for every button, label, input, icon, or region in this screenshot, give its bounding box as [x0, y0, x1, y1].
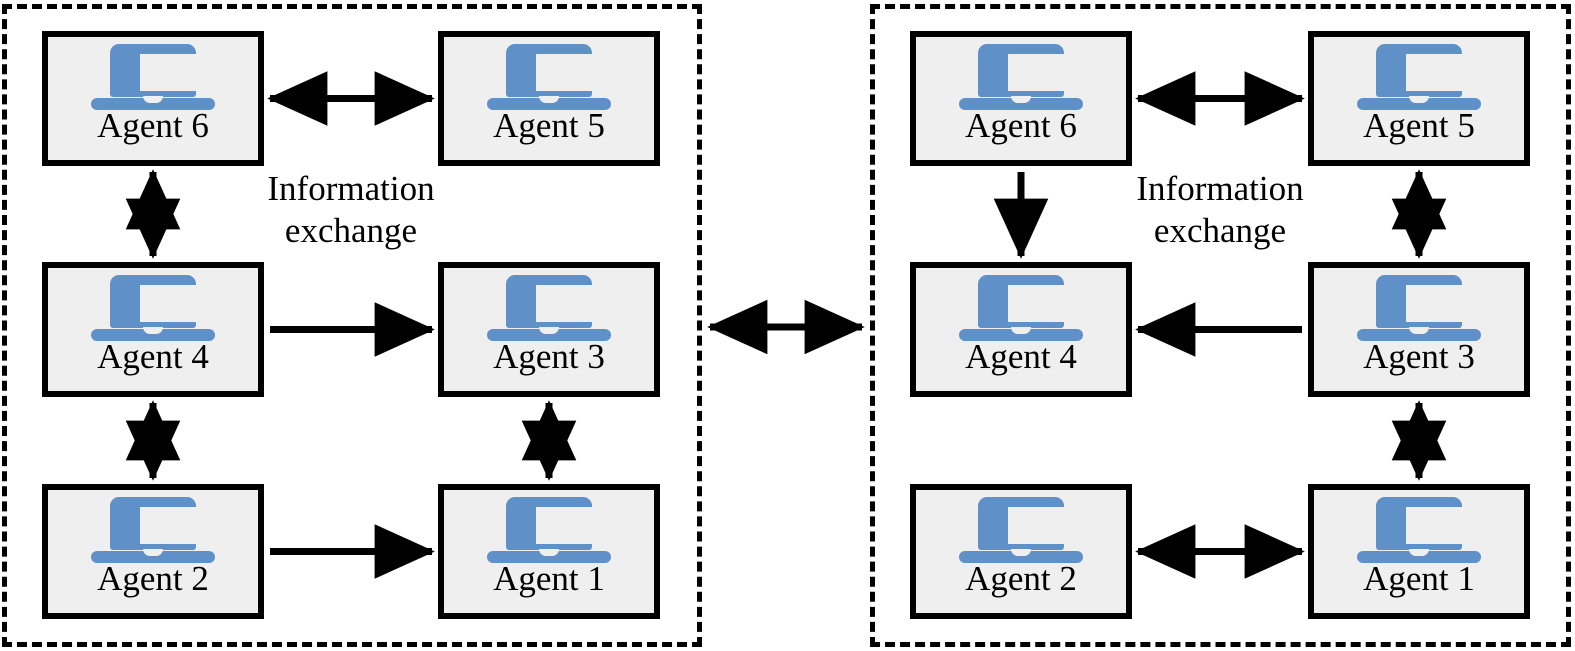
agent-node-agent-6[interactable]: Agent 6 — [910, 31, 1132, 166]
laptop-notch — [539, 327, 559, 334]
laptop-lid — [506, 497, 600, 550]
laptop-lid — [978, 497, 1072, 550]
right-agent-cluster-panel — [870, 4, 1571, 647]
agent-node-agent-1[interactable]: Agent 1 — [438, 484, 660, 619]
laptop-screen — [1406, 507, 1470, 544]
laptop-icon — [487, 44, 611, 110]
laptop-base — [959, 329, 1083, 341]
agent-node-agent-3[interactable]: Agent 3 — [1308, 262, 1530, 397]
laptop-lid — [110, 275, 204, 328]
left-agent-cluster-panel — [2, 4, 702, 647]
laptop-base — [487, 98, 611, 110]
laptop-screen — [140, 285, 204, 322]
laptop-icon — [487, 275, 611, 341]
laptop-base — [1357, 329, 1481, 341]
laptop-screen — [1406, 54, 1470, 91]
laptop-screen — [1008, 285, 1072, 322]
agent-node-agent-1[interactable]: Agent 1 — [1308, 484, 1530, 619]
laptop-base — [959, 98, 1083, 110]
laptop-base — [1357, 98, 1481, 110]
laptop-screen — [536, 285, 600, 322]
laptop-icon — [959, 44, 1083, 110]
laptop-base — [959, 551, 1083, 563]
laptop-icon — [959, 275, 1083, 341]
laptop-screen — [140, 54, 204, 91]
laptop-base — [1357, 551, 1481, 563]
laptop-notch — [143, 96, 163, 103]
agent-node-label: Agent 5 — [1363, 106, 1475, 145]
laptop-lid — [1376, 497, 1470, 550]
laptop-base — [487, 329, 611, 341]
laptop-base — [487, 551, 611, 563]
agent-node-agent-5[interactable]: Agent 5 — [1308, 31, 1530, 166]
information-exchange-label-left: Information exchange — [267, 169, 435, 250]
laptop-notch — [539, 549, 559, 556]
agent-node-label: Agent 4 — [97, 337, 209, 376]
information-exchange-label-right: Information exchange — [1136, 169, 1304, 250]
laptop-notch — [1409, 96, 1429, 103]
agent-node-label: Agent 2 — [97, 559, 209, 598]
agent-node-agent-5[interactable]: Agent 5 — [438, 31, 660, 166]
agent-node-agent-2[interactable]: Agent 2 — [910, 484, 1132, 619]
laptop-icon — [91, 44, 215, 110]
agent-node-label: Agent 3 — [493, 337, 605, 376]
agent-node-agent-6[interactable]: Agent 6 — [42, 31, 264, 166]
laptop-lid — [506, 275, 600, 328]
laptop-icon — [1357, 497, 1481, 563]
laptop-lid — [506, 44, 600, 97]
agent-node-label: Agent 3 — [1363, 337, 1475, 376]
laptop-notch — [143, 549, 163, 556]
laptop-notch — [1011, 96, 1031, 103]
laptop-icon — [959, 497, 1083, 563]
laptop-lid — [1376, 275, 1470, 328]
laptop-notch — [1409, 327, 1429, 334]
laptop-icon — [1357, 44, 1481, 110]
laptop-notch — [1409, 549, 1429, 556]
laptop-lid — [1376, 44, 1470, 97]
agent-node-label: Agent 6 — [965, 106, 1077, 145]
agent-node-label: Agent 6 — [97, 106, 209, 145]
laptop-notch — [143, 327, 163, 334]
laptop-base — [91, 329, 215, 341]
agent-node-label: Agent 1 — [493, 559, 605, 598]
laptop-screen — [1008, 54, 1072, 91]
laptop-base — [91, 551, 215, 563]
agent-node-label: Agent 1 — [1363, 559, 1475, 598]
laptop-lid — [978, 44, 1072, 97]
laptop-screen — [1406, 285, 1470, 322]
agent-node-agent-3[interactable]: Agent 3 — [438, 262, 660, 397]
agent-node-label: Agent 4 — [965, 337, 1077, 376]
laptop-notch — [1011, 327, 1031, 334]
agent-node-agent-4[interactable]: Agent 4 — [42, 262, 264, 397]
laptop-screen — [536, 54, 600, 91]
laptop-icon — [91, 497, 215, 563]
laptop-icon — [91, 275, 215, 341]
laptop-lid — [978, 275, 1072, 328]
laptop-icon — [487, 497, 611, 563]
laptop-screen — [1008, 507, 1072, 544]
laptop-screen — [140, 507, 204, 544]
agent-node-label: Agent 2 — [965, 559, 1077, 598]
agent-node-agent-4[interactable]: Agent 4 — [910, 262, 1132, 397]
laptop-screen — [536, 507, 600, 544]
laptop-icon — [1357, 275, 1481, 341]
laptop-notch — [539, 96, 559, 103]
laptop-lid — [110, 497, 204, 550]
agent-node-agent-2[interactable]: Agent 2 — [42, 484, 264, 619]
agent-node-label: Agent 5 — [493, 106, 605, 145]
laptop-notch — [1011, 549, 1031, 556]
laptop-base — [91, 98, 215, 110]
laptop-lid — [110, 44, 204, 97]
